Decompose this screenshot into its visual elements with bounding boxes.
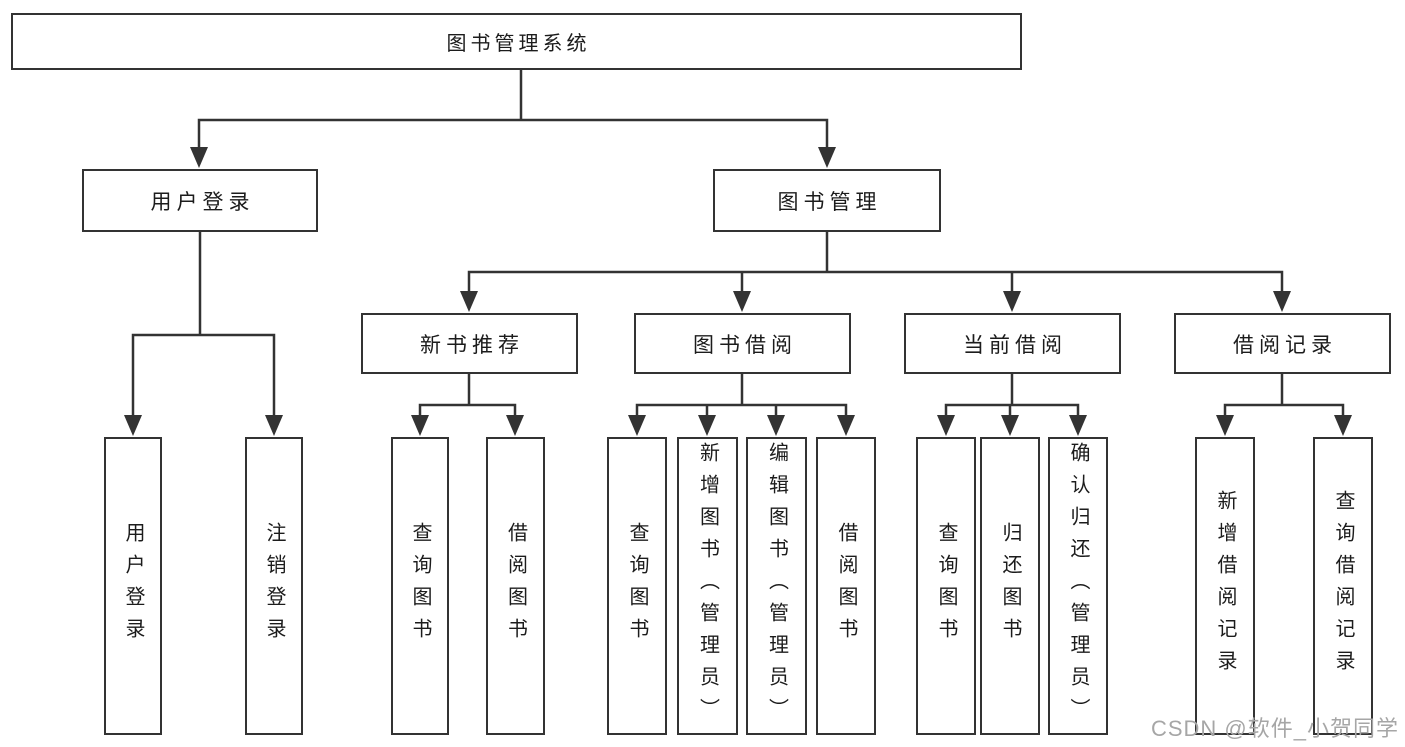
arrowhead-icons: [124, 147, 1352, 436]
node-leaf-confirm-return-admin: 确认归还（管理员）: [1048, 437, 1108, 735]
node-leaf-borrow-books-borrowing: 借阅图书: [816, 437, 876, 735]
node-borrowing-records: 借阅记录: [1174, 313, 1391, 374]
node-leaf-edit-books-admin: 编辑图书（管理员）: [746, 437, 807, 735]
node-user-login: 用户登录: [82, 169, 318, 232]
node-leaf-borrow-books-recommend: 借阅图书: [486, 437, 545, 735]
node-leaf-logout: 注销登录: [245, 437, 303, 735]
node-leaf-add-borrow-record: 新增借阅记录: [1195, 437, 1255, 735]
node-current-borrowing: 当前借阅: [904, 313, 1121, 374]
node-book-management-system: 图书管理系统: [11, 13, 1022, 70]
node-leaf-add-books-admin: 新增图书（管理员）: [677, 437, 738, 735]
node-leaf-query-borrow-record: 查询借阅记录: [1313, 437, 1373, 735]
node-leaf-query-books-current: 查询图书: [916, 437, 976, 735]
connector-paths: [131, 68, 1345, 420]
node-new-book-recommend: 新书推荐: [361, 313, 578, 374]
node-book-management: 图书管理: [713, 169, 941, 232]
node-leaf-query-books-recommend: 查询图书: [391, 437, 449, 735]
node-book-borrowing: 图书借阅: [634, 313, 851, 374]
node-leaf-user-login: 用户登录: [104, 437, 162, 735]
node-leaf-return-books: 归还图书: [980, 437, 1040, 735]
node-leaf-query-books-borrowing: 查询图书: [607, 437, 667, 735]
